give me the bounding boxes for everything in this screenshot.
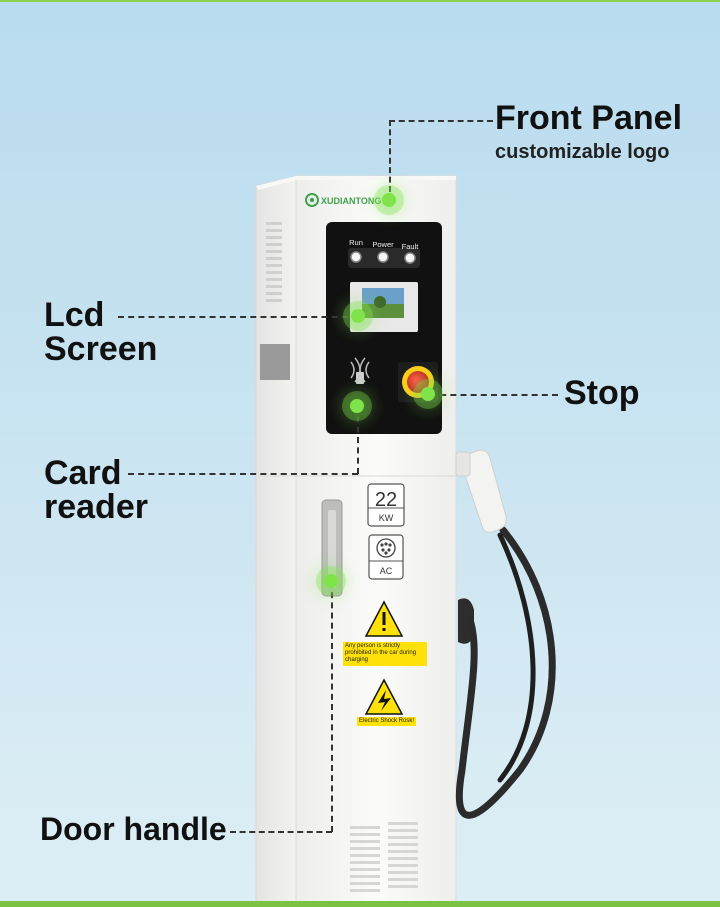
top-accent-line xyxy=(0,0,720,2)
highlight-door-handle xyxy=(324,574,338,588)
indicator-power: Power xyxy=(372,240,394,249)
highlight-card-reader xyxy=(350,399,364,413)
label-front-panel-sub: customizable logo xyxy=(495,141,670,163)
callout-line-stop xyxy=(430,394,558,396)
label-lcd-line1: Lcd xyxy=(44,296,105,334)
callout-line-lcd xyxy=(118,316,358,318)
charging-cable xyxy=(455,526,556,819)
power-value: 22 xyxy=(375,489,397,511)
ac-connector-icon xyxy=(376,538,396,558)
power-unit: KW xyxy=(379,513,394,523)
led-run xyxy=(350,251,362,263)
callout-line-door-h xyxy=(230,831,332,833)
side-vent xyxy=(266,222,282,302)
label-lcd-line2: Screen xyxy=(44,330,158,368)
highlight-stop xyxy=(421,387,435,401)
led-fault xyxy=(404,252,416,264)
side-badge xyxy=(260,344,290,380)
bottom-vent xyxy=(350,822,418,892)
highlight-front-panel xyxy=(382,193,396,207)
label-card-line1: Card xyxy=(44,454,122,492)
indicator-fault: Fault xyxy=(402,242,420,251)
label-front-panel: Front Panel xyxy=(495,99,683,137)
highlight-lcd xyxy=(351,309,365,323)
power-rating-box xyxy=(367,483,405,527)
callout-line-door-v xyxy=(331,582,333,832)
callout-line-front-panel-v xyxy=(389,120,391,192)
high-voltage-icon xyxy=(364,678,404,715)
label-stop: Stop xyxy=(564,374,640,412)
charging-plug xyxy=(455,449,507,533)
warning-icon xyxy=(364,600,404,637)
logo-flower-icon xyxy=(305,193,319,207)
nfc-icon xyxy=(350,357,370,384)
callout-line-card-h xyxy=(128,473,358,475)
led-power xyxy=(377,251,389,263)
label-door-handle: Door handle xyxy=(40,811,227,847)
callout-line-card-v xyxy=(357,406,359,474)
warning-text-2: Electric Shock Rosk! xyxy=(357,717,417,727)
warning-text-1: Any person is strictly prohibited in the… xyxy=(343,642,427,666)
brand-name: XUDIANTONG xyxy=(321,196,381,206)
bottom-accent-bar xyxy=(0,901,720,907)
indicator-run: Run xyxy=(349,238,363,247)
current-type: AC xyxy=(380,566,393,576)
label-card-line2: reader xyxy=(44,488,148,526)
callout-line-front-panel-h xyxy=(389,120,493,122)
